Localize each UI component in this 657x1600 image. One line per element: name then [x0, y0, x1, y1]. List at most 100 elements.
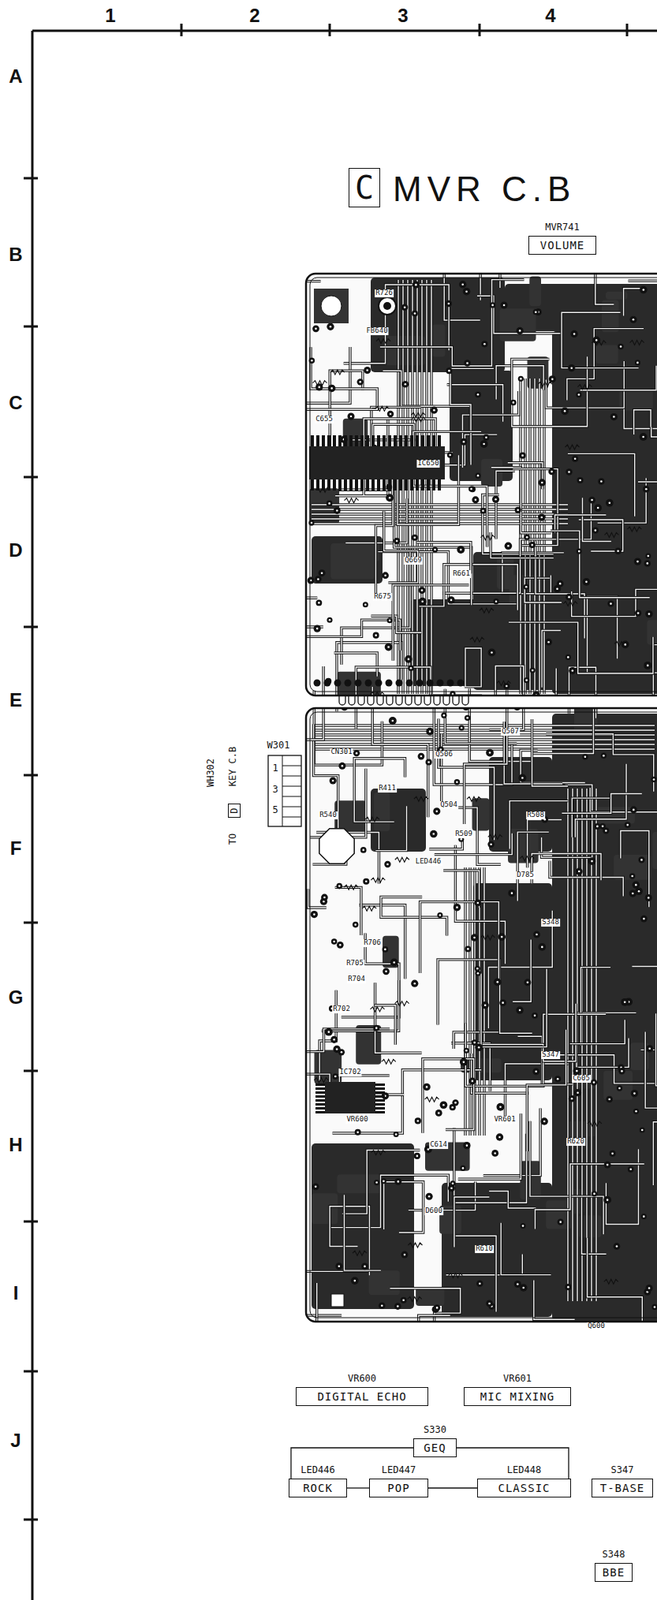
- trace: [263, 597, 318, 643]
- pad-hole: [521, 776, 524, 780]
- labelled-box: VR601MIC MIXING: [463, 1372, 572, 1407]
- pad-hole: [559, 582, 562, 586]
- solder-pad: [557, 1219, 564, 1226]
- pad-hole: [647, 555, 650, 558]
- trace: [513, 469, 558, 546]
- pad-hole: [365, 880, 368, 883]
- board-ground: [306, 273, 657, 1323]
- ic-pin: [310, 479, 314, 491]
- pad-hole: [466, 948, 470, 951]
- trace: [309, 768, 366, 838]
- solder-pad: [402, 380, 410, 389]
- pad-hole: [500, 936, 504, 939]
- pad-hole: [600, 701, 603, 704]
- pad-hole: [332, 780, 335, 783]
- solder-pad: [513, 703, 521, 711]
- trace: [464, 648, 482, 687]
- pad-hole: [612, 415, 616, 419]
- pad-hole: [578, 870, 581, 874]
- solder-pad: [639, 1127, 646, 1134]
- trace-edge: [335, 887, 362, 936]
- solder-pad: [432, 546, 438, 553]
- part-label: D785: [515, 871, 535, 880]
- function-label-box: D: [227, 803, 241, 818]
- solder-pad: [460, 438, 468, 446]
- solder-pad: [468, 1077, 476, 1085]
- solder-pad: [416, 679, 424, 687]
- trace: [490, 532, 554, 559]
- ic-pin: [410, 435, 414, 447]
- ic-pin: [360, 435, 364, 447]
- grid-reference: D: [8, 540, 23, 561]
- part-reference: S348: [602, 1548, 626, 1561]
- pad-hole: [648, 1287, 651, 1290]
- solder-pad: [634, 359, 641, 366]
- trace-edge: [512, 939, 531, 1002]
- ruler-tick: [23, 626, 38, 629]
- solder-pad: [440, 1101, 448, 1109]
- solder-pad: [629, 873, 635, 879]
- pad-hole: [634, 884, 638, 887]
- function-label-box: T-BASE: [591, 1478, 654, 1498]
- solder-pad: [474, 391, 482, 398]
- pad-hole: [448, 454, 452, 457]
- pad-hole: [567, 1286, 570, 1289]
- pad-hole: [310, 522, 314, 525]
- solder-pad: [630, 806, 638, 814]
- pad-hole: [620, 1070, 624, 1073]
- pad-hole: [596, 825, 599, 829]
- trace-edge: [302, 347, 378, 410]
- pad-hole: [597, 507, 600, 510]
- solder-pad: [387, 410, 394, 418]
- solder-pad: [378, 1302, 386, 1310]
- solder-pad: [385, 679, 393, 687]
- pad-hole: [609, 602, 613, 605]
- resistor-symbol: [480, 935, 495, 941]
- solder-pad: [411, 534, 419, 542]
- trace-edge: [513, 469, 558, 546]
- resistor-symbol: [330, 369, 345, 375]
- ruler-tick: [478, 23, 482, 37]
- trace-edge: [418, 564, 518, 611]
- trace: [576, 1012, 637, 1068]
- pad-hole: [313, 913, 316, 916]
- pad-hole: [354, 923, 357, 926]
- circuit-board: [215, 181, 657, 1392]
- solder-pad: [572, 1067, 581, 1076]
- ic-pin: [437, 479, 441, 491]
- trace: [315, 729, 655, 731]
- pad-hole: [384, 948, 387, 952]
- trace: [434, 833, 512, 855]
- solder-pad: [538, 478, 546, 486]
- pad-hole: [567, 596, 571, 599]
- trace-edge: [578, 519, 624, 552]
- solder-pad: [493, 978, 502, 986]
- trace: [450, 368, 494, 465]
- pad-hole: [454, 1101, 457, 1105]
- pad-hole: [478, 1282, 482, 1285]
- solder-pad: [621, 641, 630, 650]
- trace: [329, 1206, 370, 1277]
- copper-pour: [330, 543, 375, 579]
- part-label: R411: [377, 784, 397, 793]
- solder-pad: [564, 1284, 572, 1291]
- trace-edge: [567, 453, 635, 516]
- pad-hole: [317, 386, 321, 389]
- pad-hole: [646, 664, 650, 668]
- pad-hole: [314, 1186, 318, 1189]
- trace: [338, 489, 471, 605]
- connector-label: W301: [267, 740, 291, 751]
- resistor-symbol: [425, 1097, 440, 1102]
- grid-reference: 2: [249, 5, 260, 27]
- solder-pad: [463, 359, 471, 366]
- pin-header: [282, 776, 302, 777]
- resistor-symbol: [564, 444, 579, 450]
- trace: [531, 853, 602, 884]
- trace: [571, 589, 657, 616]
- solder-pad: [639, 286, 648, 295]
- trace-edge: [311, 507, 568, 511]
- trace: [634, 410, 651, 435]
- trace-edge: [490, 532, 554, 559]
- ic-pin: [393, 435, 397, 447]
- trace: [580, 967, 611, 1046]
